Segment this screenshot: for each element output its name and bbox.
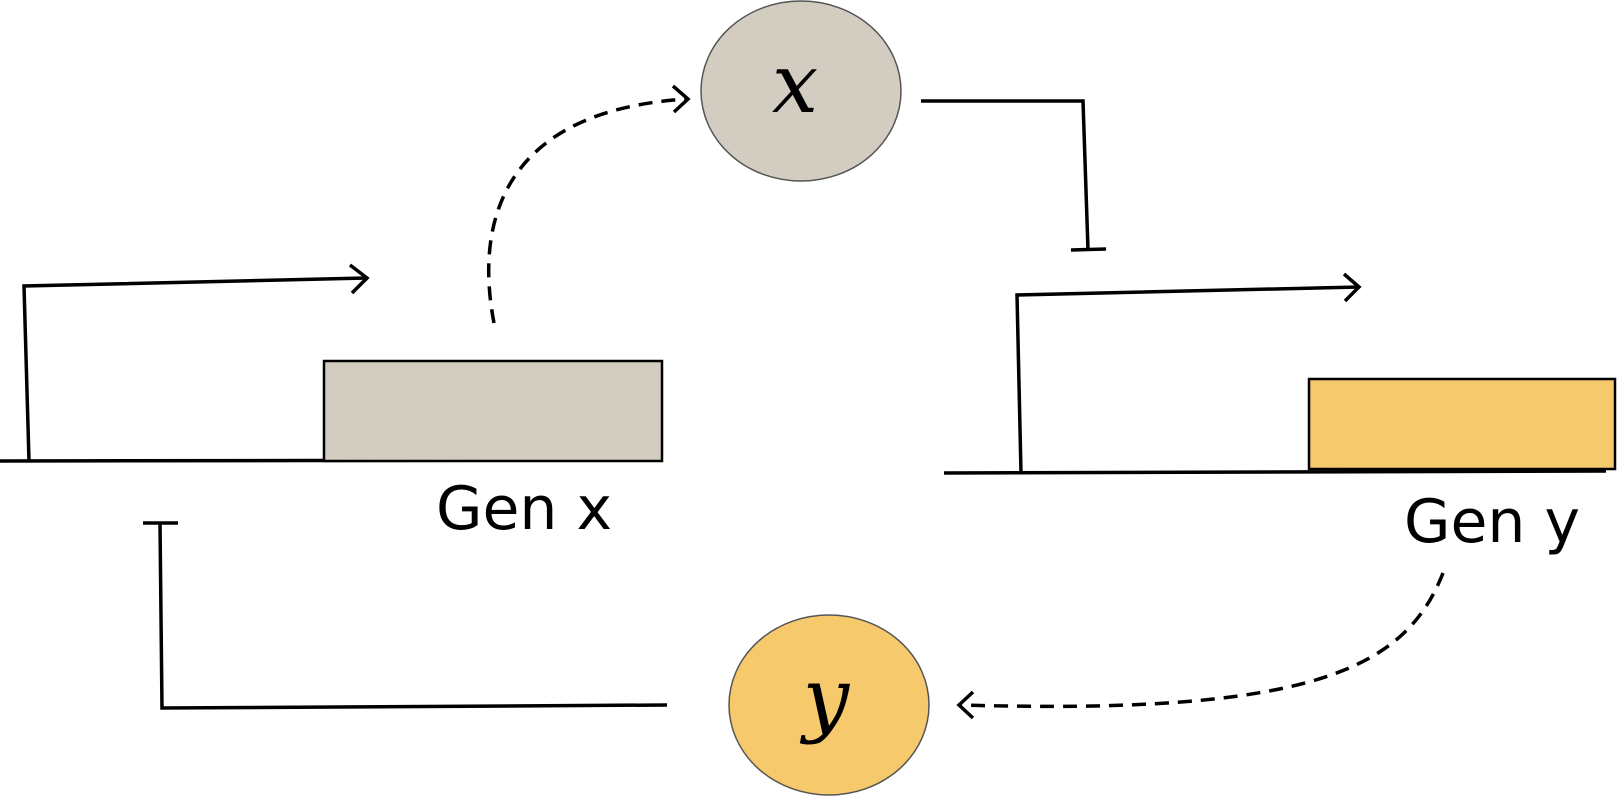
protein-x-node: x — [700, 0, 902, 182]
gene-y-promoter-arrow — [1015, 285, 1360, 474]
gene-x-module: Gen x — [0, 263, 664, 544]
repression-y-on-gene-x — [143, 521, 668, 710]
protein-y-node: y — [728, 614, 930, 796]
gene-y-coding-box — [1307, 377, 1617, 471]
repression-line-x — [921, 99, 1090, 251]
gene-y-promoter-arrowhead — [1342, 272, 1362, 303]
gene-y-module: Gen y — [943, 272, 1617, 557]
expression-arrow-y — [956, 572, 1445, 720]
protein-x-label: x — [772, 37, 818, 132]
expression-arrowhead-x — [671, 84, 691, 114]
gene-x-label: Gen x — [436, 474, 612, 544]
expression-arrowhead-y — [956, 690, 975, 720]
repression-line-y — [158, 522, 668, 710]
gene-x-coding-box — [322, 359, 664, 463]
repression-bar-x — [1070, 247, 1107, 252]
expression-curve-x — [487, 97, 689, 324]
protein-y-ellipse — [728, 614, 930, 796]
gene-y-dna-line — [943, 469, 1607, 475]
gene-x-promoter-arrowhead — [348, 263, 370, 295]
expression-arrow-x — [487, 84, 691, 324]
gene-y-label: Gen y — [1404, 487, 1580, 557]
repression-x-on-gene-y — [921, 99, 1107, 252]
protein-y-label: y — [799, 651, 851, 746]
gene-x-promoter-arrow — [22, 276, 367, 462]
protein-x-ellipse — [700, 0, 902, 182]
expression-curve-y — [959, 572, 1445, 709]
